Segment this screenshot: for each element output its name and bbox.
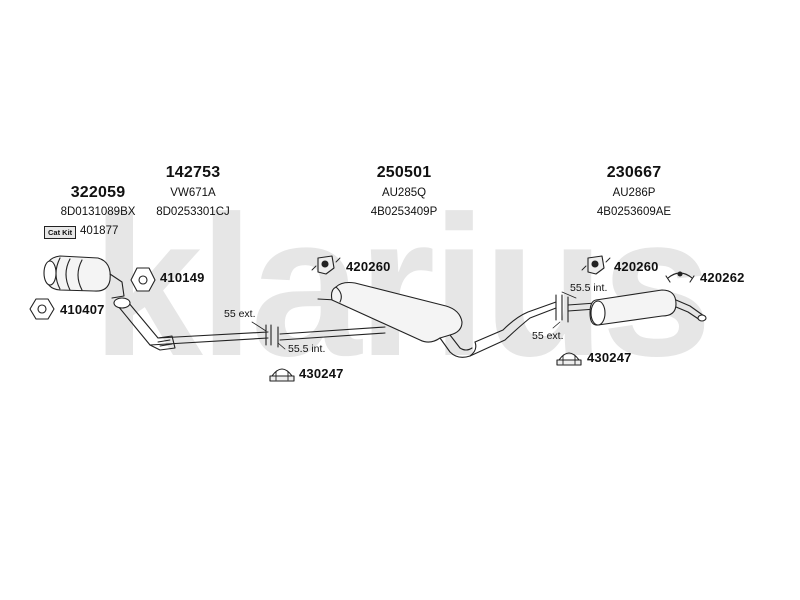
rubber-mount-420260-icon (311, 255, 341, 275)
clamp-430247-label-a: 430247 (299, 366, 344, 381)
rear-box-code: AU286P (612, 187, 656, 199)
cat-part-number: 322059 (70, 184, 126, 201)
joint-2 (552, 291, 577, 329)
hanger-420262-label: 420262 (700, 270, 745, 285)
middle-box-part-number: 250501 (376, 164, 432, 181)
rear-box-part-number: 230667 (606, 164, 662, 181)
middle-box-code: AU285Q (381, 187, 427, 199)
cat-oem-number: 8D0131089BX (60, 206, 136, 218)
joint2-int-label: 55.5 int. (570, 282, 608, 294)
hanger-420262-icon (665, 271, 695, 283)
gasket-410149-label: 410149 (160, 270, 205, 285)
middle-box-oem-number: 4B0253409P (370, 206, 438, 218)
joint1-int-label: 55.5 int. (288, 343, 326, 355)
clamp-430247-label-b: 430247 (587, 350, 632, 365)
watermark-text: klarius (92, 205, 709, 375)
joint2-ext-label: 55 ext. (532, 330, 564, 342)
catalytic-converter (43, 255, 125, 299)
joint-1 (251, 321, 286, 350)
front-pipe-oem-number: 8D0253301CJ (156, 206, 230, 218)
gasket-410149-icon (130, 267, 156, 292)
rear-box (567, 289, 707, 326)
rubber-mount-420260-icon (581, 255, 611, 275)
brand-watermark: klarius (92, 205, 713, 375)
cat-kit-number: 401877 (80, 225, 119, 237)
front-pipe (113, 297, 269, 351)
front-pipe-code: VW671A (170, 187, 216, 199)
clamp-430247-icon (556, 352, 582, 366)
clamp-430247-icon (269, 368, 295, 382)
rear-box-oem-number: 4B0253609AE (596, 206, 672, 218)
cat-kit-badge: Cat Kit (44, 226, 77, 239)
front-pipe-part-number: 142753 (165, 164, 221, 181)
gasket-410407-icon (29, 298, 55, 320)
gasket-410407-label: 410407 (60, 302, 105, 317)
joint1-ext-label: 55 ext. (224, 308, 256, 320)
rubber-mount-420260-label-a: 420260 (346, 259, 391, 274)
rubber-mount-420260-label-b: 420260 (614, 259, 659, 274)
middle-section (279, 281, 557, 358)
